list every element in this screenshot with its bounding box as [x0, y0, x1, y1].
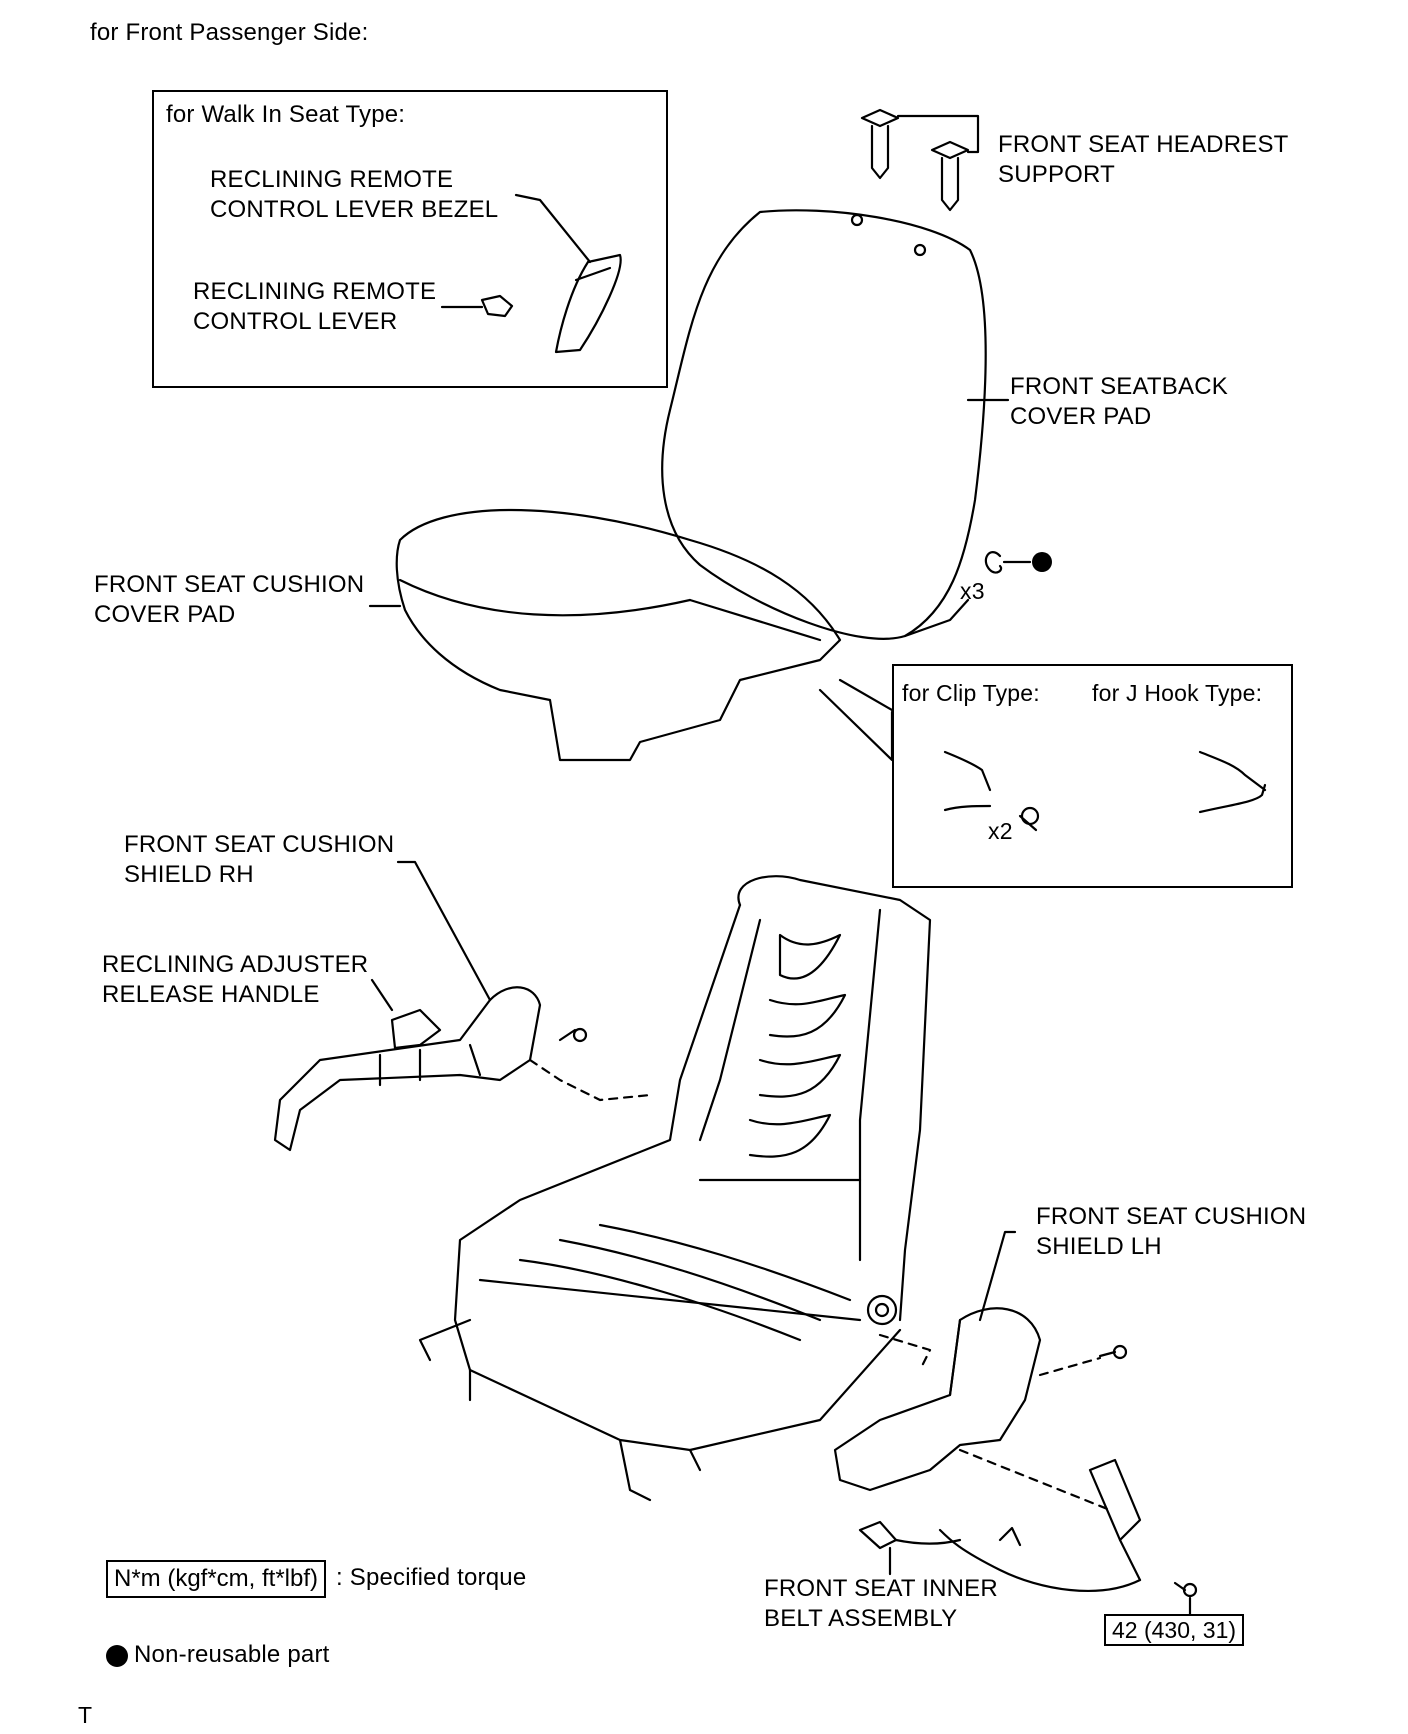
headrest-support-icon — [860, 108, 980, 212]
headrest-support-label-line1: FRONT SEAT HEADREST — [998, 131, 1289, 158]
nonreusable-hog-ring-dot-icon — [1032, 552, 1052, 572]
headrest-support-label-line2: SUPPORT — [998, 161, 1115, 188]
lever-label-line1: RECLINING REMOTE — [193, 278, 437, 305]
nonreusable-dot-icon — [106, 1645, 128, 1667]
seatback-cover-label-line1: FRONT SEATBACK — [1010, 373, 1228, 400]
cushion-cover-label-line2: COVER PAD — [94, 601, 236, 628]
clip-type-heading: for Clip Type: — [902, 680, 1040, 706]
screw-rh-icon — [558, 1027, 588, 1043]
bezel-label-line1: RECLINING REMOTE — [210, 166, 454, 193]
lever-bezel-icon — [554, 253, 622, 354]
clip-detail-leader — [838, 678, 894, 712]
release-handle-label-line1: RECLINING ADJUSTER — [102, 951, 369, 978]
shield-lh-label-line2: SHIELD LH — [1036, 1233, 1162, 1260]
bezel-leader — [514, 193, 592, 264]
cushion-cover-label-line1: FRONT SEAT CUSHION — [94, 571, 365, 598]
bezel-label-line2: CONTROL LEVER BEZEL — [210, 196, 499, 223]
inner-belt-label-line1: FRONT SEAT INNER — [764, 1575, 998, 1602]
inner-belt-assembly-icon — [858, 1458, 1198, 1598]
page-title: for Front Passenger Side: — [90, 19, 369, 46]
remote-lever-icon — [480, 294, 514, 318]
legend-torque-text: : Specified torque — [336, 1564, 527, 1591]
screw-lh-icon — [1098, 1344, 1128, 1360]
jhook-detail-icon — [1198, 750, 1267, 814]
hog-ring-icon — [984, 551, 1032, 574]
release-handle-icon — [390, 1008, 442, 1050]
legend-nonreusable-text: Non-reusable part — [134, 1641, 330, 1668]
seat-cushion-cover-pad-icon — [368, 508, 842, 762]
walk-in-seat-heading: for Walk In Seat Type: — [166, 101, 406, 128]
shield-lh-label-line1: FRONT SEAT CUSHION — [1036, 1203, 1307, 1230]
cushion-shield-lh-icon — [833, 1307, 1042, 1492]
clip-type-inset — [892, 664, 1293, 888]
shield-rh-label-line1: FRONT SEAT CUSHION — [124, 831, 395, 858]
clip-quantity: x2 — [988, 818, 1013, 844]
walk-in-seat-inset — [152, 90, 668, 388]
lever-label-line2: CONTROL LEVER — [193, 308, 398, 335]
seatback-cover-label-line2: COVER PAD — [1010, 403, 1152, 430]
shield-rh-label-line2: SHIELD RH — [124, 861, 254, 888]
footer-mark: T — [78, 1702, 93, 1728]
clip-detail-icon — [943, 750, 1040, 832]
torque-spec-box: 42 (430, 31) — [1104, 1614, 1245, 1646]
seatback-cover-pad-icon — [661, 209, 1010, 640]
jhook-type-heading: for J Hook Type: — [1092, 680, 1263, 706]
release-handle-label-line2: RELEASE HANDLE — [102, 981, 320, 1008]
inner-belt-label-line2: BELT ASSEMBLY — [764, 1605, 958, 1632]
cushion-shield-rh-icon — [273, 986, 542, 1152]
shield-lh-leader — [978, 1230, 1017, 1322]
shield-rh-leader — [396, 860, 492, 1002]
legend-torque-unit-box: N*m (kgf*cm, ft*lbf) — [106, 1560, 327, 1598]
release-handle-leader — [370, 978, 394, 1012]
hog-ring-quantity: x3 — [960, 578, 985, 604]
seat-frame-icon — [418, 875, 932, 1502]
